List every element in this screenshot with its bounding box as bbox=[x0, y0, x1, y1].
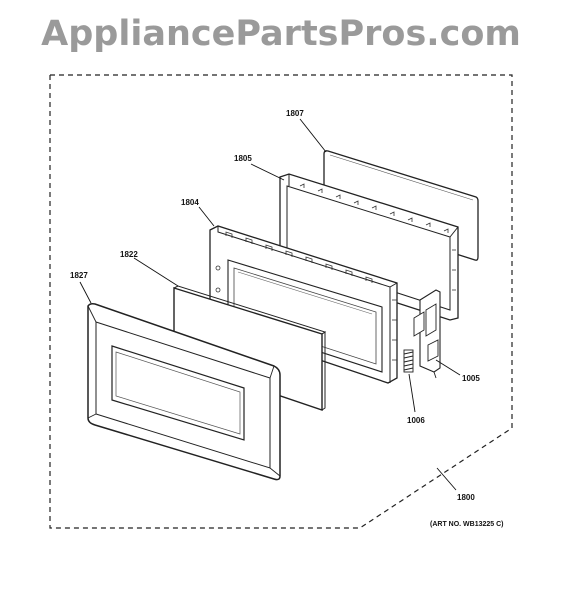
part-1804-chassis[interactable] bbox=[209, 225, 398, 384]
label-1807: 1807 bbox=[286, 109, 304, 118]
label-1800: 1800 bbox=[457, 493, 475, 502]
label-1006: 1006 bbox=[407, 416, 425, 425]
label-1827: 1827 bbox=[70, 271, 88, 280]
part-1006-spring[interactable] bbox=[403, 349, 414, 373]
part-1005-latch[interactable] bbox=[413, 289, 441, 379]
site-watermark-title: AppliancePartsPros.com bbox=[41, 14, 521, 54]
art-number-label: (ART NO. WB13225 C) bbox=[430, 521, 504, 528]
label-1805: 1805 bbox=[234, 154, 252, 163]
part-1805-frame[interactable] bbox=[279, 173, 459, 321]
label-1822: 1822 bbox=[120, 250, 138, 259]
label-1804: 1804 bbox=[181, 198, 199, 207]
leader-lines bbox=[79, 118, 461, 491]
label-1005: 1005 bbox=[462, 374, 480, 383]
part-1827-front-panel[interactable] bbox=[87, 303, 281, 481]
